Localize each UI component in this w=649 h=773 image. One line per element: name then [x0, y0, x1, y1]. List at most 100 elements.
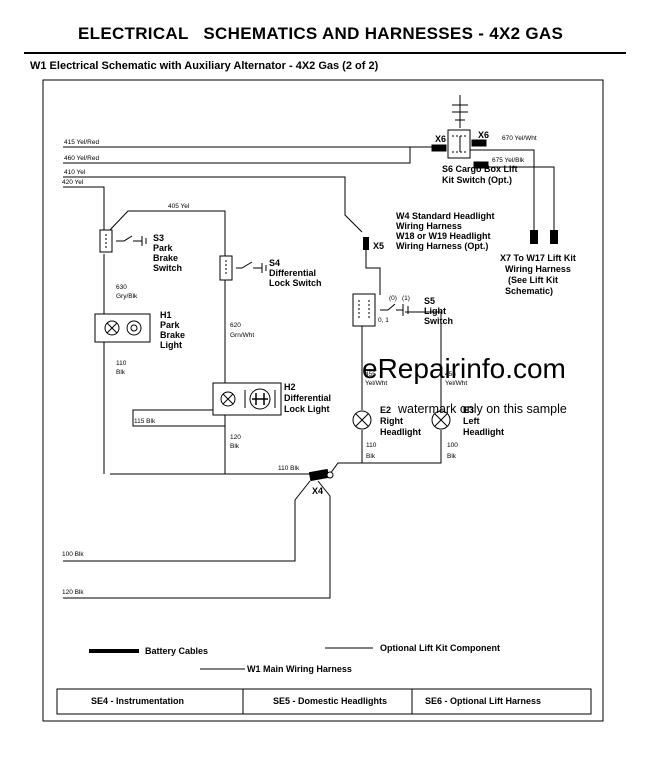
wire-label-120-color: Blk [230, 443, 240, 450]
wire-label-120-blk: 120 Blk [62, 589, 84, 596]
svg-text:0, 1: 0, 1 [378, 317, 389, 324]
diff-lock-switch-s4-symbol [219, 255, 267, 281]
wire-label-100-num: 100 [447, 442, 458, 449]
wire-label-460: 460 Yel/Red [64, 155, 99, 162]
connector-x5-symbol [363, 237, 369, 250]
schematic-subtitle: W1 Electrical Schematic with Auxiliary A… [30, 60, 379, 72]
schematic-frame [42, 79, 604, 722]
wire-label-115: 115 Blk [134, 418, 156, 425]
wire-label-110-color: Blk [116, 369, 126, 376]
svg-text:Brake: Brake [153, 253, 178, 263]
svg-text:Schematic): Schematic) [505, 286, 553, 296]
wire-label-630-color: Gry/Blk [116, 293, 138, 300]
svg-text:Wiring Harness: Wiring Harness [396, 221, 462, 231]
page-title: ELECTRICAL SCHEMATICS AND HARNESSES - 4X… [78, 24, 564, 43]
wire-label-455-color: Yel/Wht [365, 380, 387, 387]
wire-label-405: 405 Yel [168, 203, 190, 210]
wire-label-100-color: Blk [447, 453, 457, 460]
wire-label-110-e2-color: Blk [366, 453, 376, 460]
svg-text:Park: Park [153, 243, 174, 253]
label-x7: X7 To W17 Lift Kit Wiring Harness (See L… [500, 253, 576, 296]
svg-text:(0): (0) [389, 295, 397, 302]
label-e2: E2 Right Headlight [380, 405, 421, 437]
svg-text:Wiring Harness (Opt.): Wiring Harness (Opt.) [396, 241, 488, 251]
right-headlight-e2-symbol [352, 410, 372, 430]
svg-text:S3: S3 [153, 233, 164, 243]
label-h2: H2 Differential Lock Light [284, 382, 331, 414]
label-s3: S3 Park Brake Switch [153, 233, 182, 273]
label-x4: X4 [312, 486, 323, 496]
connector-x7-symbol [530, 230, 558, 244]
title-rule [24, 52, 626, 54]
svg-text:W4 Standard Headlight: W4 Standard Headlight [396, 211, 495, 221]
wire-label-620-num: 620 [230, 322, 241, 329]
svg-text:S6 Cargo Box Lift: S6 Cargo Box Lift [442, 164, 518, 174]
wire-label-415: 415 Yel/Red [64, 139, 99, 146]
label-h1: H1 Park Brake Light [160, 310, 185, 350]
section-se4: SE4 - Instrumentation [91, 696, 184, 706]
svg-text:Brake: Brake [160, 330, 185, 340]
svg-text:Park: Park [160, 320, 181, 330]
svg-text:Lock Light: Lock Light [284, 404, 330, 414]
wire-label-456-num: 456 [445, 371, 456, 378]
svg-text:Headlight: Headlight [380, 427, 421, 437]
wire-label-100-blk: 100 Blk [62, 551, 84, 558]
cargo-box-switch-s6-symbol [431, 104, 489, 169]
svg-text:(1): (1) [402, 295, 410, 302]
legend-battery-line [89, 649, 139, 653]
svg-text:H2: H2 [284, 382, 296, 392]
label-s5: S5 Light Switch (0) (1) 0, 1 [378, 295, 453, 326]
svg-text:Light: Light [160, 340, 182, 350]
wire-label-630-num: 630 [116, 284, 127, 291]
wire-label-620-color: Grn/Wht [230, 332, 254, 339]
wire-label-675: 675 Yel/Blk [492, 157, 525, 164]
wire-label-420: 420 Yel [62, 179, 84, 186]
svg-text:Lock Switch: Lock Switch [269, 278, 322, 288]
label-x6-right: X6 [478, 130, 489, 140]
svg-text:Differential: Differential [284, 393, 331, 403]
watermark-site: eRepairinfo.com [362, 353, 566, 384]
wire-label-670: 670 Yel/Wht [502, 135, 537, 142]
wire-label-120-num: 120 [230, 434, 241, 441]
svg-text:S4: S4 [269, 258, 280, 268]
section-se6: SE6 - Optional Lift Harness [425, 696, 541, 706]
left-headlight-e3-symbol [431, 410, 451, 430]
wire-lines [63, 95, 555, 599]
section-se5: SE5 - Domestic Headlights [273, 696, 387, 706]
svg-text:H1: H1 [160, 310, 172, 320]
svg-text:Wiring Harness: Wiring Harness [505, 264, 571, 274]
svg-text:X7 To W17 Lift Kit: X7 To W17 Lift Kit [500, 253, 576, 263]
svg-text:E3: E3 [463, 405, 474, 415]
label-e3: E3 Left Headlight [463, 405, 504, 437]
svg-text:Right: Right [380, 416, 403, 426]
svg-text:Differential: Differential [269, 268, 316, 278]
park-brake-light-h1-symbol [94, 313, 151, 343]
legend-optional-label: Optional Lift Kit Component [380, 643, 500, 653]
svg-text:Light: Light [424, 306, 446, 316]
diff-lock-light-h2-symbol [212, 382, 282, 416]
svg-text:E2: E2 [380, 405, 391, 415]
connector-x4-symbol [308, 468, 334, 482]
park-brake-switch-s3-symbol [99, 229, 147, 253]
svg-text:Headlight: Headlight [463, 427, 504, 437]
watermark-notice: watermark only on this sample [397, 402, 567, 416]
section-table: SE4 - Instrumentation SE5 - Domestic Hea… [56, 688, 592, 715]
wire-label-410: 410 Yel [64, 169, 86, 176]
svg-text:Switch: Switch [153, 263, 182, 273]
wire-label-110-num: 110 [116, 360, 127, 367]
svg-text:W18 or W19 Headlight: W18 or W19 Headlight [396, 231, 491, 241]
svg-text:Left: Left [463, 416, 480, 426]
svg-text:Kit Switch (Opt.): Kit Switch (Opt.) [442, 175, 512, 185]
svg-text:Switch: Switch [424, 316, 453, 326]
wire-label-110-blk: 110 Blk [278, 465, 300, 472]
wire-label-110-e2-num: 110 [366, 442, 377, 449]
label-w4: W4 Standard Headlight Wiring Harness W18… [396, 211, 495, 251]
svg-text:(See Lift Kit: (See Lift Kit [508, 275, 558, 285]
legend-main-label: W1 Main Wiring Harness [247, 664, 352, 674]
light-switch-s5-symbol [352, 293, 409, 327]
svg-text:S5: S5 [424, 296, 435, 306]
label-x6-left: X6 [435, 134, 446, 144]
legend-battery-label: Battery Cables [145, 646, 208, 656]
legend: Battery Cables Optional Lift Kit Compone… [89, 643, 500, 674]
